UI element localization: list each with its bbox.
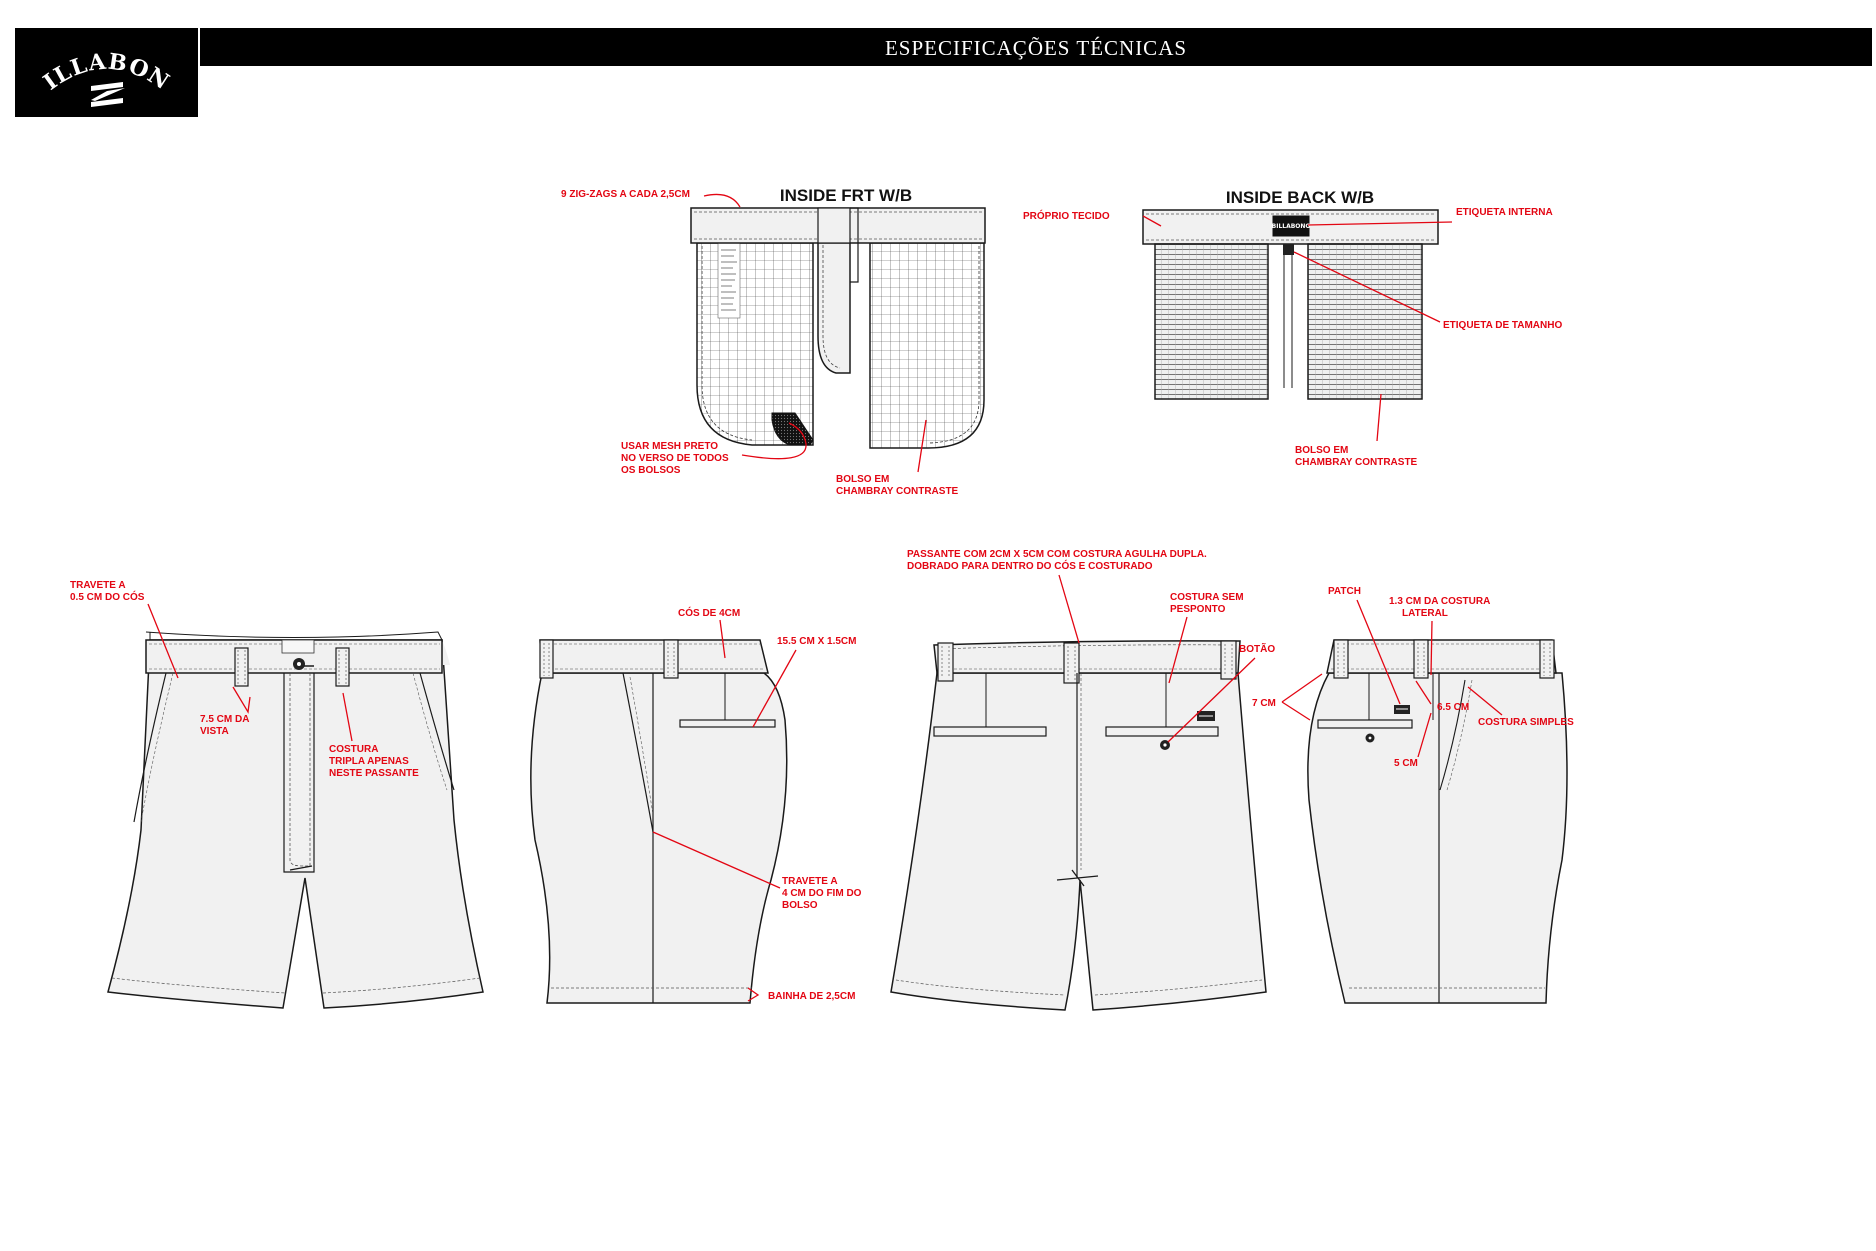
inside-front-title: INSIDE FRT W/B	[780, 186, 912, 205]
back-pocket-note: BOLSO EM CHAMBRAY CONTRASTE	[1295, 393, 1418, 468]
inner-label-note: ETIQUETA INTERNA	[1307, 207, 1553, 226]
side-back-leg-panel	[1307, 672, 1568, 1004]
svg-text:1.3 CM DA COSTURA: 1.3 CM DA COSTURA	[1389, 596, 1490, 607]
back-view-shorts: PASSANTE COM 2CM X 5CM COM COSTURA AGULH…	[890, 549, 1275, 1011]
svg-text:LATERAL: LATERAL	[1402, 608, 1448, 619]
side-waistband	[539, 639, 769, 674]
back-leg-panels	[890, 672, 1267, 1011]
page-title: ESPECIFICAÇÕES TÉCNICAS	[200, 28, 1872, 66]
svg-text:PRÓPRIO TECIDO: PRÓPRIO TECIDO	[1023, 209, 1110, 222]
side-bartack-note: TRAVETE A 4 CM DO FIM DO BOLSO	[652, 831, 862, 911]
svg-text:CHAMBRAY CONTRASTE: CHAMBRAY CONTRASTE	[836, 486, 959, 497]
fly-facing	[817, 235, 851, 374]
svg-text:OS BOLSOS: OS BOLSOS	[621, 465, 681, 476]
svg-text:TRAVETE A: TRAVETE A	[782, 876, 838, 887]
front-bartack-note: TRAVETE A 0.5 CM DO CÓS	[70, 580, 179, 679]
back-pocket-bag-left	[1154, 243, 1269, 400]
svg-text:BOTÃO: BOTÃO	[1239, 642, 1275, 655]
belt-loop-note: PASSANTE COM 2CM X 5CM COM COSTURA AGULH…	[907, 549, 1207, 644]
patch-note: PATCH	[1328, 586, 1401, 705]
mesh-note: USAR MESH PRETO NO VERSO DE TODOS OS BOL…	[621, 422, 807, 476]
svg-text:4 CM DO FIM DO: 4 CM DO FIM DO	[782, 888, 862, 899]
size-label-note: ETIQUETA DE TAMANHO	[1293, 251, 1562, 331]
inside-back-waistband-view: INSIDE BACK W/B BILLABONG PRÓPRIO TECIDO…	[1023, 188, 1562, 468]
side-back-welt-pocket	[1317, 719, 1413, 729]
svg-text:ETIQUETA INTERNA: ETIQUETA INTERNA	[1456, 207, 1553, 218]
svg-text:BOLSO EM: BOLSO EM	[1295, 445, 1348, 456]
single-stitch-note: COSTURA SIMPLES	[1467, 686, 1574, 728]
svg-text:TRAVETE A: TRAVETE A	[70, 580, 126, 591]
svg-text:VISTA: VISTA	[200, 726, 229, 737]
front-triple-stitch-note: COSTURA TRIPLA APENAS NESTE PASSANTE	[329, 692, 419, 779]
svg-text:NO VERSO DE TODOS: NO VERSO DE TODOS	[621, 453, 729, 464]
back-waistband-view	[933, 640, 1241, 674]
svg-text:15.5 CM X 1.5CM: 15.5 CM X 1.5CM	[777, 636, 856, 647]
svg-text:ETIQUETA DE TAMANHO: ETIQUETA DE TAMANHO	[1443, 320, 1562, 331]
svg-text:7 CM: 7 CM	[1252, 698, 1276, 709]
svg-text:COSTURA SEM: COSTURA SEM	[1170, 592, 1244, 603]
inside-front-waistband-view: INSIDE FRT W/B 9 ZIG-ZAGS A CADA 2,5CM U…	[561, 186, 986, 497]
five-cm-note: 5 CM	[1394, 712, 1432, 769]
svg-text:9 ZIG-ZAGS A CADA 2,5CM: 9 ZIG-ZAGS A CADA 2,5CM	[561, 189, 690, 200]
svg-text:BILLABONG: BILLABONG	[1272, 223, 1311, 230]
plain-seam-note: COSTURA SEM PESPONTO	[1168, 592, 1244, 684]
welt-size-note: 15.5 CM X 1.5CM	[752, 636, 856, 728]
size-label	[1283, 244, 1294, 255]
side-view-shorts: CÓS DE 4CM 15.5 CM X 1.5CM TRAVETE A 4 C…	[530, 606, 862, 1004]
svg-text:PASSANTE COM 2CM X 5CM COM COS: PASSANTE COM 2CM X 5CM COM COSTURA AGULH…	[907, 549, 1207, 560]
care-label	[717, 242, 741, 319]
svg-text:BOLSO: BOLSO	[782, 900, 818, 911]
back-pocket-bag-right	[1307, 243, 1423, 400]
inner-brand-label	[1272, 215, 1310, 237]
svg-text:6.5 CM: 6.5 CM	[1437, 702, 1469, 713]
seven-cm-note: 7 CM	[1252, 673, 1323, 721]
svg-text:BOLSO EM: BOLSO EM	[836, 474, 889, 485]
side-back-welt	[679, 719, 776, 728]
svg-text:0.5 CM DO CÓS: 0.5 CM DO CÓS	[70, 590, 145, 603]
svg-text:COSTURA SIMPLES: COSTURA SIMPLES	[1478, 717, 1574, 728]
own-fabric-note: PRÓPRIO TECIDO	[1023, 209, 1162, 227]
svg-text:TRIPLA APENAS: TRIPLA APENAS	[329, 756, 409, 767]
mesh-patch	[771, 412, 814, 446]
front-belt-loop-left	[234, 647, 249, 687]
svg-text:5 CM: 5 CM	[1394, 758, 1418, 769]
front-belt-loop-right	[335, 647, 350, 687]
svg-text:CÓS DE 4CM: CÓS DE 4CM	[678, 606, 740, 619]
svg-text:PATCH: PATCH	[1328, 586, 1361, 597]
back-welt-right	[1105, 726, 1219, 737]
svg-text:PESPONTO: PESPONTO	[1170, 604, 1226, 615]
svg-text:COSTURA: COSTURA	[329, 744, 378, 755]
svg-text:USAR MESH PRETO: USAR MESH PRETO	[621, 441, 718, 452]
svg-text:BAINHA DE 2,5CM: BAINHA DE 2,5CM	[768, 991, 855, 1002]
svg-text:CHAMBRAY CONTRASTE: CHAMBRAY CONTRASTE	[1295, 457, 1418, 468]
svg-text:7.5 CM DA: 7.5 CM DA	[200, 714, 249, 725]
svg-text:DOBRADO PARA DENTRO DO CÓS E C: DOBRADO PARA DENTRO DO CÓS E COSTURADO	[907, 559, 1153, 572]
front-fly-note: 7.5 CM DA VISTA	[200, 686, 251, 737]
button-note: BOTÃO	[1167, 642, 1275, 743]
inside-back-title: INSIDE BACK W/B	[1226, 188, 1374, 207]
side-seam-distance-note: 1.3 CM DA COSTURA LATERAL	[1389, 596, 1490, 676]
center-back-loop	[1063, 642, 1080, 684]
side-leg-panel	[530, 672, 788, 1004]
zigzag-note: 9 ZIG-ZAGS A CADA 2,5CM	[561, 189, 741, 208]
side-back-waistband	[1326, 639, 1557, 674]
front-view-shorts: TRAVETE A 0.5 CM DO CÓS 7.5 CM DA VISTA …	[70, 580, 484, 1009]
hem-note: BAINHA DE 2,5CM	[747, 987, 855, 1002]
front-leg-panels	[107, 639, 484, 1009]
right-pocket-bag	[869, 242, 985, 449]
six-five-cm-note: 6.5 CM	[1415, 680, 1469, 713]
waistband-width-note: CÓS DE 4CM	[678, 606, 740, 659]
side-back-view-shorts: PATCH 1.3 CM DA COSTURA LATERAL 7 CM 6.5…	[1252, 586, 1574, 1004]
svg-text:NESTE PASSANTE: NESTE PASSANTE	[329, 768, 419, 779]
back-welt-left	[933, 726, 1047, 737]
front-pocket-note: BOLSO EM CHAMBRAY CONTRASTE	[836, 419, 959, 497]
